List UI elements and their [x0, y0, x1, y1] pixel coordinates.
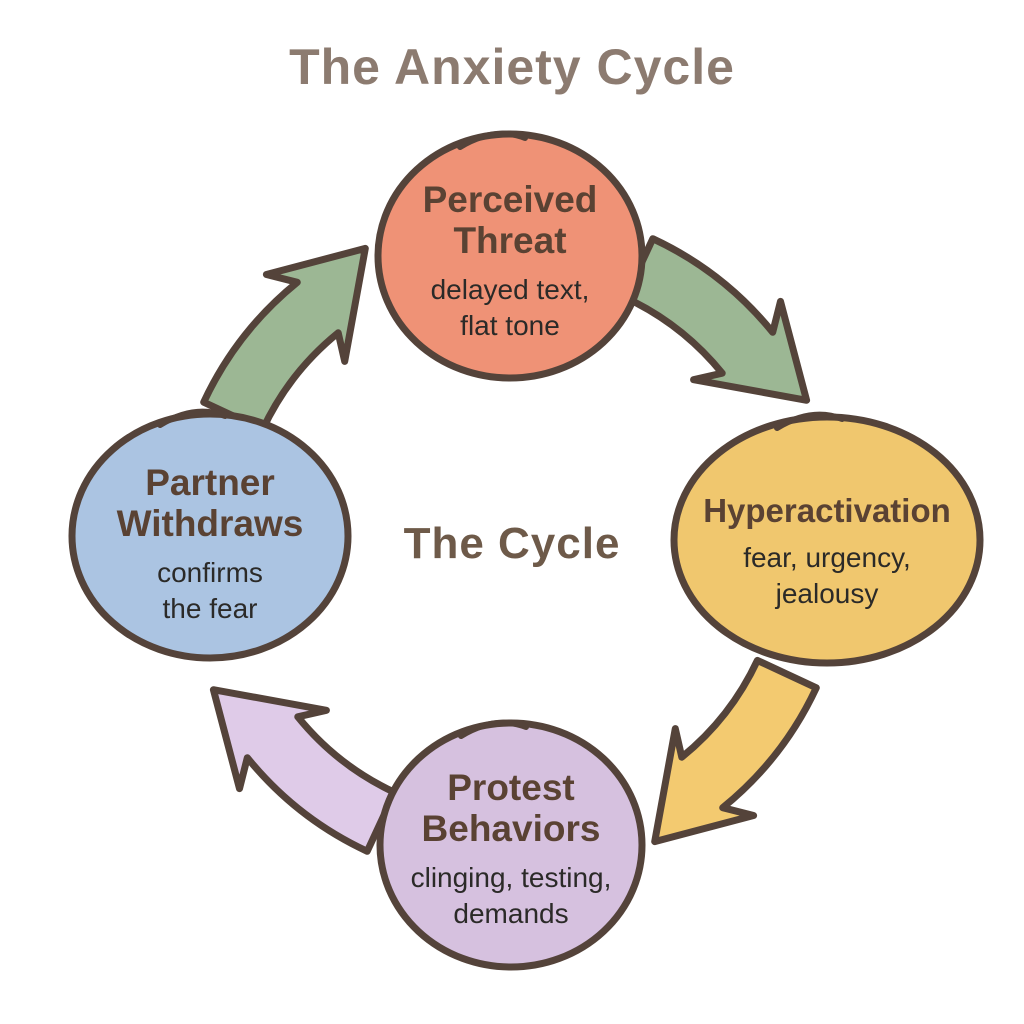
node-circle-protest-behaviors: [376, 719, 646, 971]
node-circle-hyperactivation: [670, 413, 984, 667]
cycle-center-label: The Cycle: [403, 519, 621, 568]
node-circle-partner-withdraws: [68, 410, 352, 662]
arrow-withdraws-to-threat: [200, 244, 369, 434]
node-circle-perceived-threat: [374, 130, 646, 382]
pen-stroke-detail: [157, 408, 228, 428]
arrow-threat-to-hyperactivation: [621, 235, 811, 404]
pen-stroke-detail: [458, 719, 529, 739]
pen-stroke-detail: [774, 411, 845, 431]
arrow-hyperactivation-to-protest: [651, 656, 820, 846]
diagram-title: The Anxiety Cycle: [289, 39, 735, 95]
pen-stroke-detail: [457, 130, 528, 150]
arrow-protest-to-withdraws: [209, 686, 399, 855]
